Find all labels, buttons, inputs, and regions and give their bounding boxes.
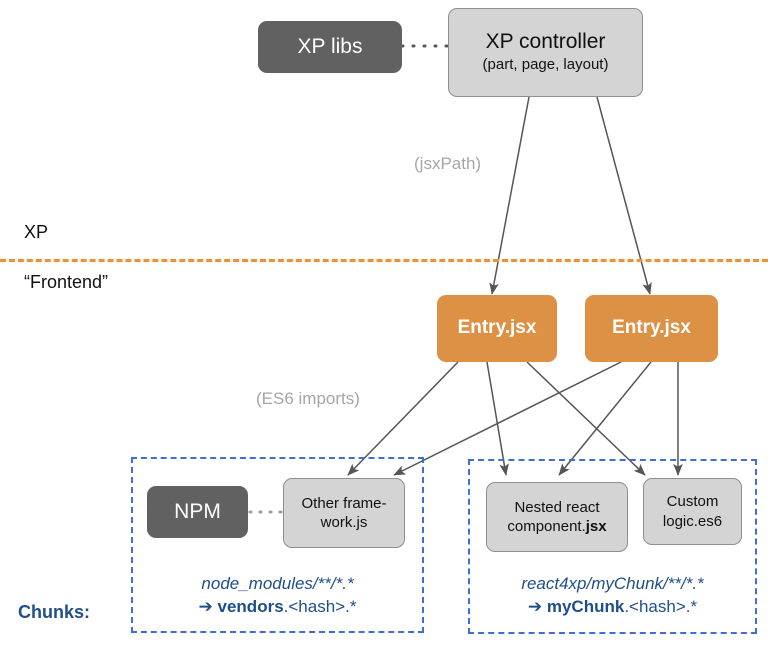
node-custom-logic-es6[interactable]: Custom logic.es6 <box>643 478 742 545</box>
node-other-framework-js-line2: work.js <box>320 514 368 531</box>
node-xp-controller-title: XP controller <box>485 30 606 54</box>
node-custom-logic-es6-line1: Custom <box>666 493 719 510</box>
chunk-box-mychunk <box>468 459 757 634</box>
node-other-framework-js-line1: Other frame- <box>301 494 387 512</box>
chunk-arrow-vendors: ➔ <box>198 596 218 616</box>
node-entry-jsx-left-label: Entry.jsx <box>457 317 537 339</box>
chunk-box-vendors <box>131 457 424 633</box>
chunks-label: Chunks: <box>18 602 90 622</box>
node-entry-jsx-left[interactable]: Entry.jsx <box>437 295 557 362</box>
node-xp-libs-label: XP libs <box>297 35 363 59</box>
arrow-controller-to-entry-right <box>596 96 652 295</box>
chunk-pattern-vendors: node_modules/**/*.* <box>201 574 354 593</box>
chunk-arrow-mychunk: ➔ <box>527 596 547 616</box>
node-other-framework-js[interactable]: Other frame- work.js <box>283 478 405 548</box>
node-npm-label: NPM <box>174 500 221 524</box>
chunk-output-vendors: ➔ vendors.<hash>.* <box>131 596 424 619</box>
node-nested-react-component-line1: Nested react <box>514 498 600 516</box>
node-entry-jsx-right-label: Entry.jsx <box>612 317 691 339</box>
node-xp-libs[interactable]: XP libs <box>258 21 402 73</box>
chunk-output-suffix-vendors: .<hash>.* <box>283 596 357 616</box>
xp-frontend-divider <box>0 259 768 262</box>
node-custom-logic-es6-line2: logic.es6 <box>662 512 723 530</box>
chunk-caption-mychunk: react4xp/myChunk/**/*.* ➔ myChunk.<hash>… <box>468 573 757 619</box>
zone-label-frontend: “Frontend” <box>24 272 109 292</box>
label-jsxpath: (jsxPath) <box>414 154 482 173</box>
chunk-caption-vendors: node_modules/**/*.* ➔ vendors.<hash>.* <box>131 573 424 619</box>
node-nested-react-component-plain: component. <box>507 518 586 535</box>
node-npm[interactable]: NPM <box>147 486 248 538</box>
node-nested-react-component-line2: component.jsx <box>499 517 614 537</box>
node-nested-react-component-ext: jsx <box>585 518 607 535</box>
chunk-output-name-vendors: vendors <box>217 596 284 616</box>
node-xp-controller[interactable]: XP controller (part, page, layout) <box>448 8 643 97</box>
chunk-output-name-mychunk: myChunk <box>546 596 625 616</box>
chunk-output-suffix-mychunk: .<hash>.* <box>624 596 698 616</box>
zone-label-xp: XP <box>24 222 49 242</box>
node-entry-jsx-right[interactable]: Entry.jsx <box>585 295 718 362</box>
arrow-controller-to-entry-left <box>489 96 530 295</box>
label-es6-imports: (ES6 imports) <box>256 389 360 408</box>
chunk-output-mychunk: ➔ myChunk.<hash>.* <box>468 596 757 619</box>
node-xp-controller-subtitle: (part, page, layout) <box>482 56 609 74</box>
node-nested-react-component[interactable]: Nested react component.jsx <box>486 482 628 552</box>
chunk-pattern-mychunk: react4xp/myChunk/**/*.* <box>521 574 704 593</box>
